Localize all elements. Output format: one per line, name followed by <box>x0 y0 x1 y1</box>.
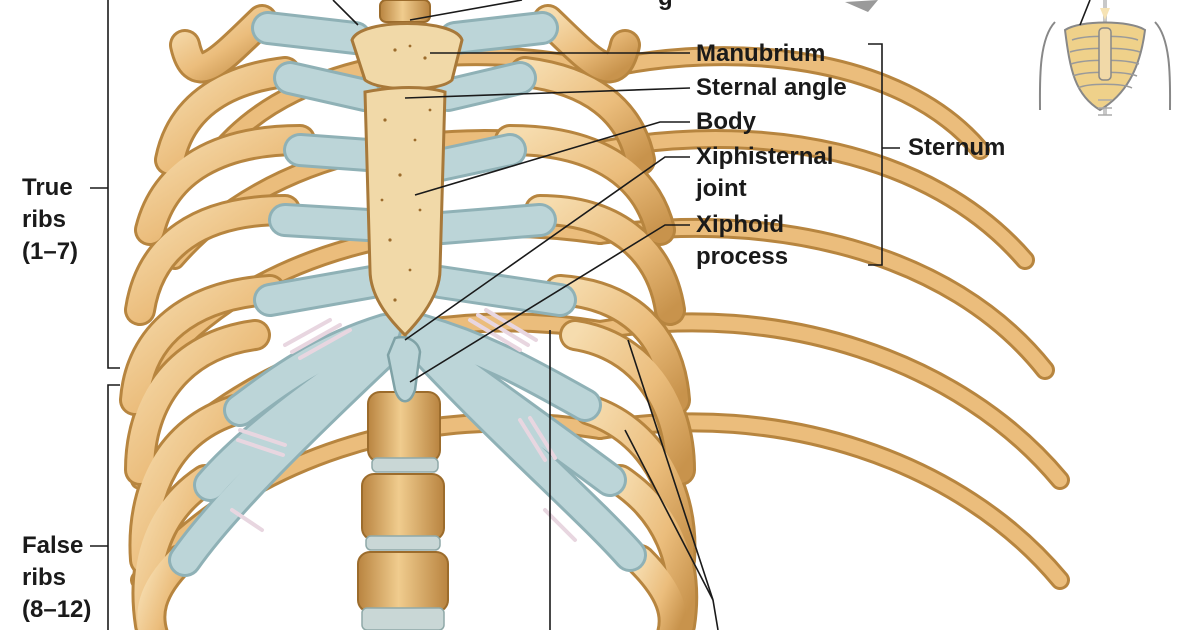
label-true-ribs-line-3: (1–7) <box>22 238 79 265</box>
label-false-ribs-line-1: False <box>22 532 84 559</box>
label-true-ribs-line-1: True <box>22 174 73 201</box>
label-sternal-angle: Sternal angle <box>696 74 847 101</box>
label-xiphisternal-line-2: joint <box>696 175 747 202</box>
label-manubrium: Manubrium <box>696 40 826 67</box>
label-true-ribs-line-2: ribs <box>22 206 67 233</box>
label-false-ribs-line-3: (8–12) <box>22 596 92 623</box>
label-cut-off-top: g <box>658 0 673 14</box>
label-xiphoid-line-1: Xiphoid <box>696 211 784 238</box>
label-body: Body <box>696 108 756 135</box>
label-false-ribs-line-2: ribs <box>22 564 67 591</box>
label-false-ribs: False ribs (8–12) <box>22 530 91 626</box>
label-sternum: Sternum <box>908 134 1006 161</box>
label-xiphoid-process: Xiphoid process <box>696 209 788 273</box>
leader-lines <box>90 0 1091 630</box>
vertebral-column <box>357 0 449 630</box>
ligament-fibres <box>230 308 577 542</box>
anterior-ribs-left <box>119 4 316 630</box>
anterior-ribs-right <box>494 4 699 630</box>
label-xiphoid-line-2: process <box>696 243 789 270</box>
locator-thumbnail <box>845 0 1172 116</box>
sternum-bone <box>350 22 464 403</box>
label-xiphisternal-joint: Xiphisternal joint <box>696 141 833 205</box>
label-true-ribs: True ribs (1–7) <box>22 172 78 268</box>
label-xiphisternal-line-1: Xiphisternal <box>696 143 834 170</box>
